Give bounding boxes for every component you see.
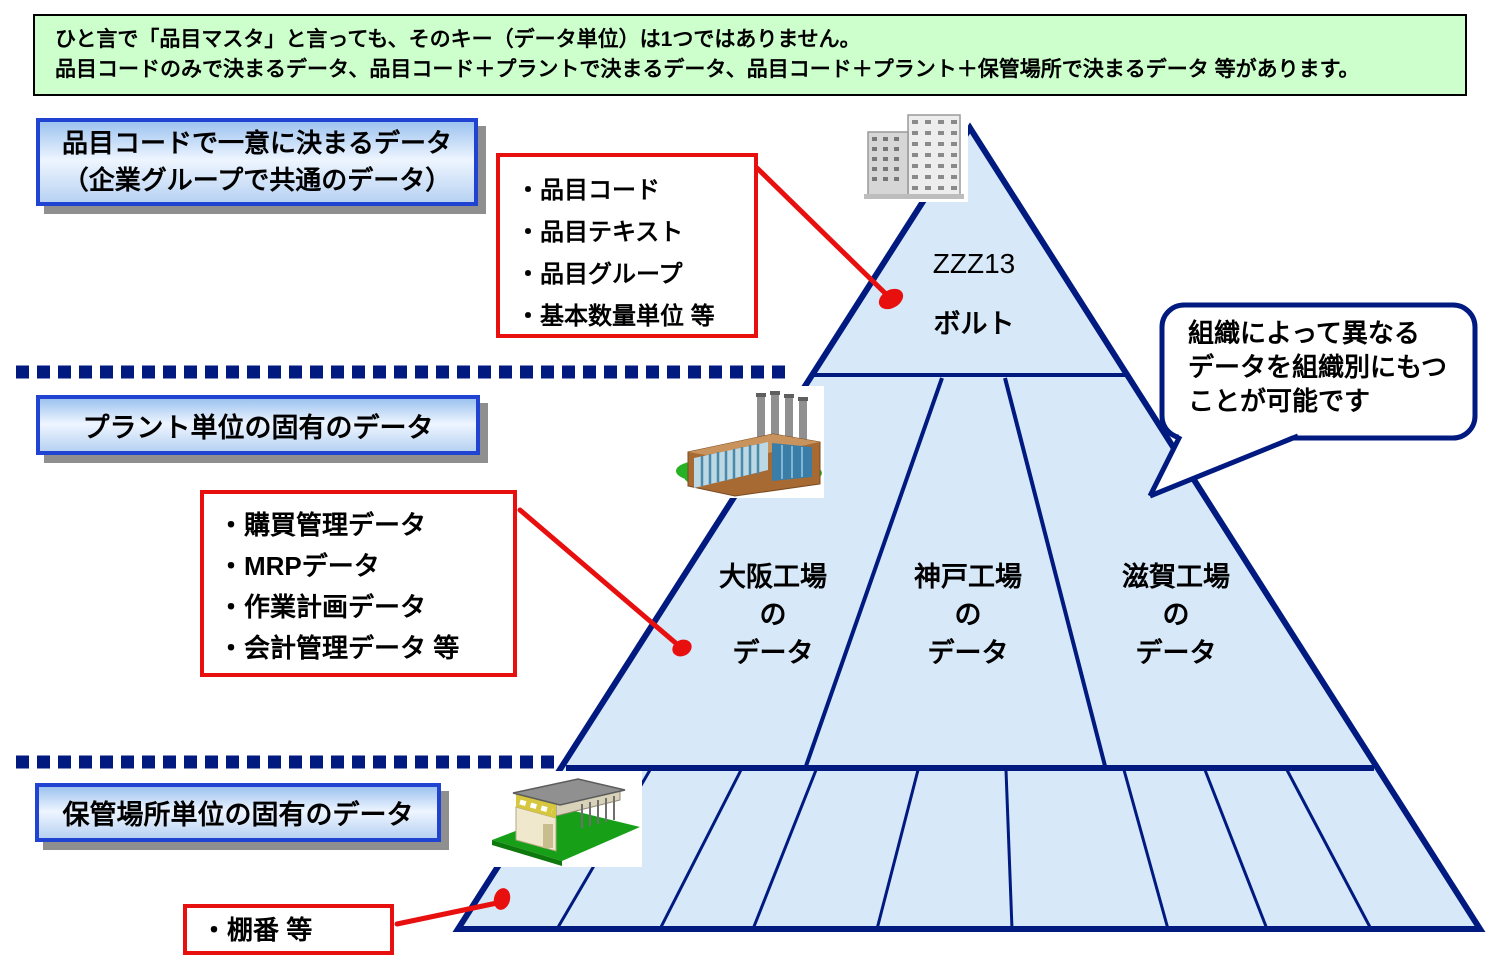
list-item: ・棚番 等 bbox=[201, 915, 313, 945]
intro-banner-line1: ひと言で「品目マスタ」と言っても、そのキー（データ単位）は1つではありません。 bbox=[55, 28, 861, 51]
connector-dot-storage bbox=[493, 888, 511, 910]
pyramid-shape bbox=[452, 122, 1486, 932]
list-item: ・作業計画データ bbox=[218, 592, 427, 622]
connector-dot-plant bbox=[672, 639, 692, 657]
item-code-label: ZZZ13 bbox=[932, 248, 1016, 279]
level-label-item: 品目コードで一意に決まるデータ （企業グループで共通のデータ） bbox=[36, 118, 478, 206]
list-item: ・基本数量単位 等 bbox=[516, 303, 715, 330]
connector-item-fields bbox=[754, 165, 891, 299]
list-item: ・品目コード bbox=[516, 177, 660, 204]
callout-plant-fields: ・購買管理データ ・MRPデータ ・作業計画データ ・会計管理データ 等 bbox=[200, 490, 517, 677]
intro-banner: ひと言で「品目マスタ」と言っても、そのキー（データ単位）は1つではありません。 … bbox=[33, 14, 1467, 96]
list-item: ・品目グループ bbox=[516, 261, 683, 288]
level-label-storage: 保管場所単位の固有のデータ bbox=[35, 783, 441, 842]
warehouse-icon bbox=[486, 771, 642, 867]
callout-connectors bbox=[394, 165, 891, 927]
connector-storage-fields bbox=[394, 900, 500, 927]
plant-section-osaka: 大阪工場 の データ bbox=[719, 562, 827, 668]
callout-item-fields: ・品目コード ・品目テキスト ・品目グループ ・基本数量単位 等 bbox=[496, 153, 758, 338]
list-item: ・MRPデータ bbox=[218, 551, 380, 581]
callout-storage-fields: ・棚番 等 bbox=[183, 904, 394, 955]
plant-section-dividers bbox=[804, 377, 1107, 767]
list-item: ・会計管理データ 等 bbox=[218, 633, 460, 663]
office-building-icon bbox=[860, 110, 968, 202]
item-name-label: ボルト bbox=[933, 309, 1015, 339]
factory-icon bbox=[676, 386, 824, 498]
plant-section-shiga: 滋賀工場 の データ bbox=[1122, 562, 1230, 668]
speech-bubble-text: 組織によって異なる データを組織別にもつ ことが可能です bbox=[1188, 318, 1447, 416]
connector-plant-fields bbox=[517, 507, 681, 648]
plant-section-kobe: 神戸工場 の データ bbox=[914, 562, 1022, 668]
connector-dots bbox=[493, 288, 904, 910]
list-item: ・購買管理データ bbox=[218, 510, 427, 540]
connector-dot-item bbox=[878, 288, 904, 310]
speech-bubble bbox=[1147, 302, 1478, 499]
intro-banner-line2: 品目コードのみで決まるデータ、品目コード＋プラントで決まるデータ、品目コード＋プ… bbox=[55, 58, 1360, 81]
list-item: ・品目テキスト bbox=[516, 219, 684, 246]
level-label-plant: プラント単位の固有のデータ bbox=[36, 395, 480, 455]
